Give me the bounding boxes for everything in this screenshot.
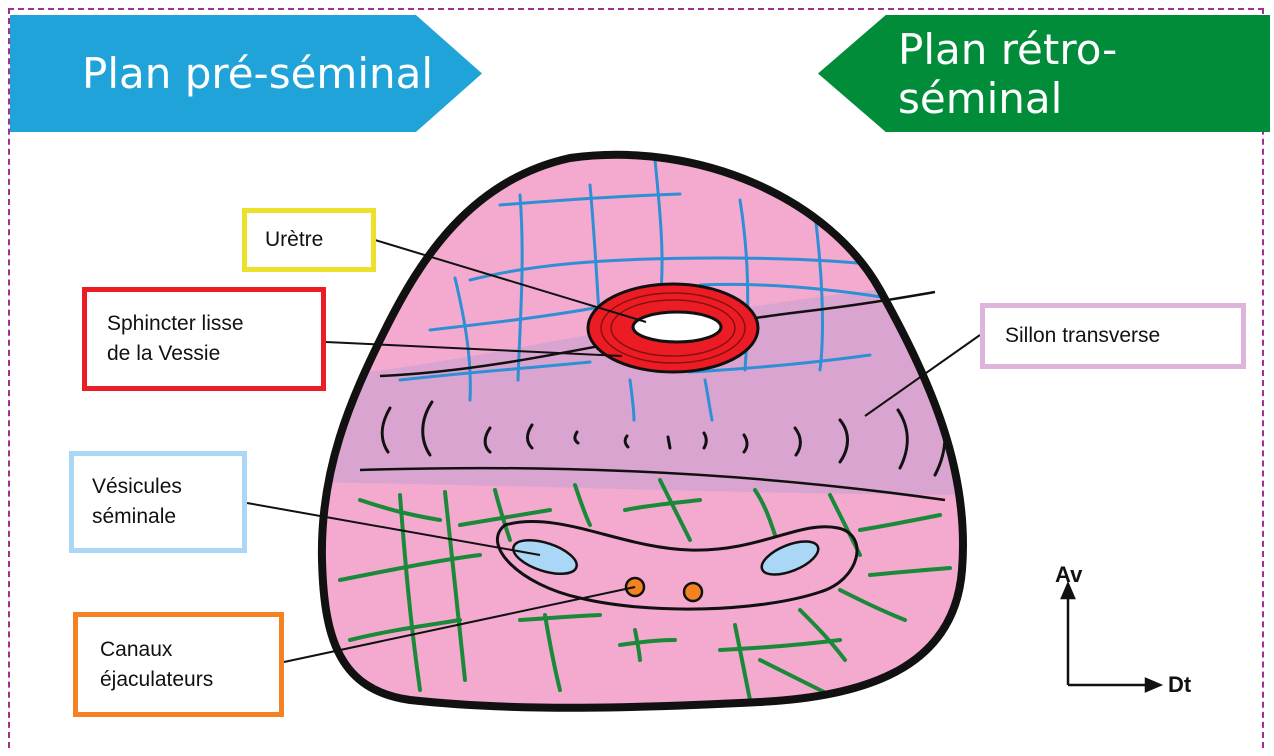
label-canaux-line1: Canaux xyxy=(100,635,172,665)
orientation-axes xyxy=(1062,584,1160,691)
label-sphincter-line1: Sphincter lisse xyxy=(107,309,244,339)
label-vesicules: Vésicules séminale xyxy=(69,451,247,553)
label-sphincter: Sphincter lisse de la Vessie xyxy=(82,287,326,391)
label-uretre-text: Urètre xyxy=(265,225,323,255)
axis-label-dt: Dt xyxy=(1168,672,1191,698)
label-sillon: Sillon transverse xyxy=(980,303,1246,369)
label-sillon-text: Sillon transverse xyxy=(1005,321,1160,351)
uretre-lumen xyxy=(633,312,721,342)
label-canaux: Canaux éjaculateurs xyxy=(73,612,284,717)
label-canaux-line2: éjaculateurs xyxy=(100,665,213,695)
axis-label-av: Av xyxy=(1055,562,1082,588)
canal-right xyxy=(684,583,702,601)
label-vesicules-line1: Vésicules xyxy=(92,472,182,502)
label-sphincter-line2: de la Vessie xyxy=(107,339,220,369)
label-uretre: Urètre xyxy=(242,208,376,272)
label-vesicules-line2: séminale xyxy=(92,502,176,532)
